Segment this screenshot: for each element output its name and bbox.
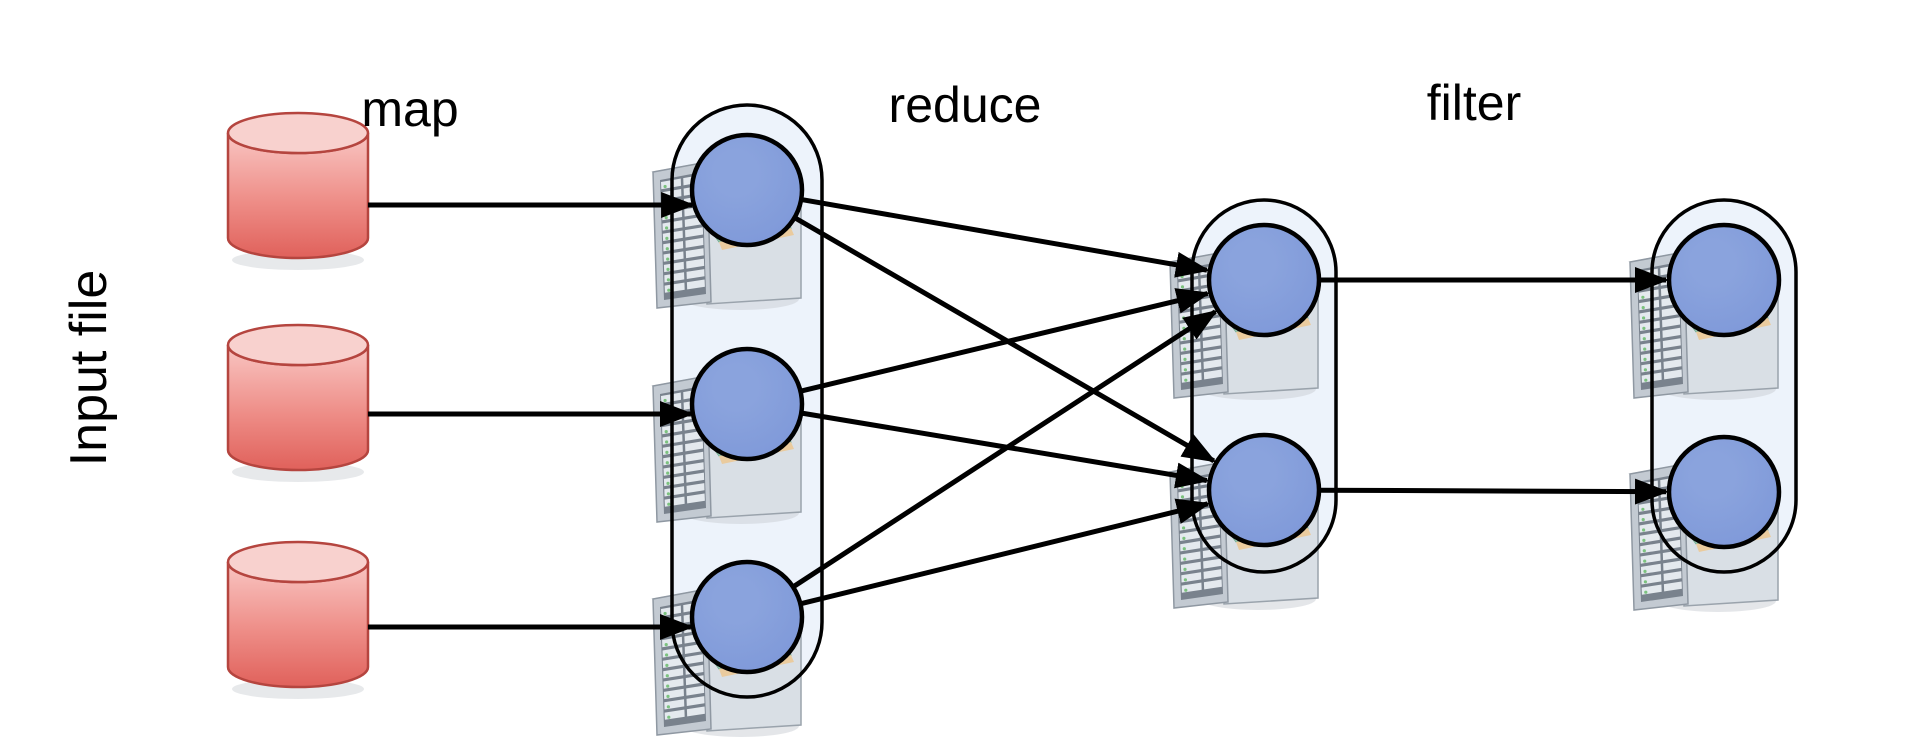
input-file-cylinder-0 [226, 111, 370, 270]
input-file-label: Input file [60, 270, 118, 467]
filter-label: filter [1427, 75, 1521, 131]
cylinder-lid [226, 323, 370, 367]
worker-node-reduce-0 [1206, 222, 1322, 338]
worker-node-filter-0 [1666, 222, 1782, 338]
edge-map-1-to-reduce-0 [798, 288, 1211, 394]
input-file-cylinder-1 [226, 323, 370, 482]
input-file-cylinders [226, 111, 370, 699]
reduce-label: reduce [889, 77, 1042, 133]
edge-map-0-to-reduce-1 [792, 214, 1217, 464]
worker-node-map-0 [689, 132, 805, 248]
worker-node-map-1 [689, 346, 805, 462]
edge-map-1-to-reduce-1 [799, 410, 1210, 489]
dataflow-edges [368, 192, 1669, 640]
filter-stage-pill-outline [1650, 198, 1798, 574]
edge-map-2-to-reduce-0 [790, 309, 1218, 590]
map-label: map [361, 81, 458, 137]
input-file-cylinder-2 [226, 540, 370, 699]
worker-node-reduce-1 [1206, 432, 1322, 548]
edge-map-0-to-reduce-0 [799, 196, 1210, 278]
cylinder-lid [226, 111, 370, 155]
worker-node-filter-1 [1666, 434, 1782, 550]
cylinder-lid [226, 540, 370, 584]
worker-nodes [689, 132, 1782, 675]
stage-labels: map reduce filter Input file [60, 75, 1521, 466]
edge-map-2-to-reduce-1 [798, 498, 1211, 607]
worker-node-map-2 [689, 559, 805, 675]
reduce-stage-pill-outline [1190, 198, 1338, 574]
edge-reduce-1-to-filter-1 [1317, 478, 1669, 505]
